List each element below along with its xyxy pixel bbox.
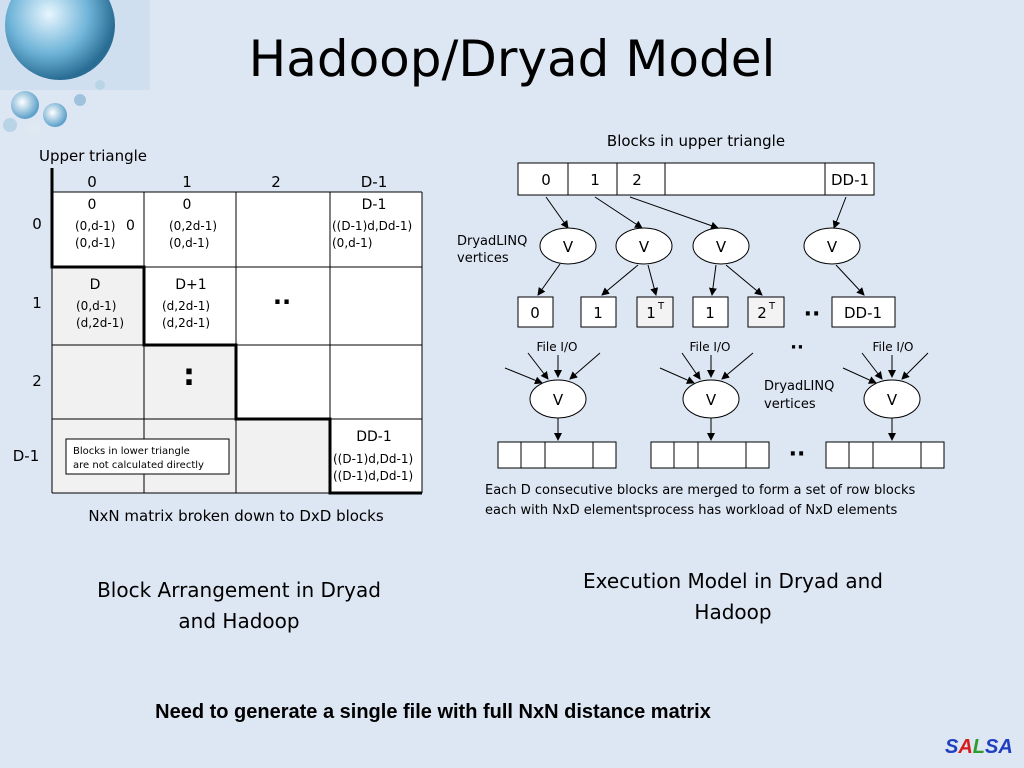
top-block-dd-1: DD-1	[831, 171, 869, 189]
col-header-d-1: D-1	[361, 173, 388, 191]
cell-r0c3-id: D-1	[362, 197, 387, 213]
top-block-2: 2	[632, 171, 642, 189]
logo-letter: A	[998, 736, 1013, 758]
cell-r3c3-line2: ((D-1)d,Dd-1)	[333, 469, 413, 483]
matrix-caption: NxN matrix broken down to DxD blocks	[88, 507, 384, 525]
out-block-2t-sup: T	[768, 301, 776, 312]
cell-r0c1-line1: (0,2d-1)	[169, 219, 217, 233]
lower-triangle-note-line2: are not calculated directly	[73, 460, 204, 471]
merge-description-line1: Each D consecutive blocks are merged to …	[485, 483, 915, 498]
slide-title: Hadoop/Dryad Model	[248, 30, 776, 88]
cell-r1c1-line2: (d,2d-1)	[162, 316, 210, 330]
logo-letter: S	[945, 736, 959, 758]
out-block-0: 0	[530, 304, 540, 322]
vertex-v-6: V	[706, 391, 717, 409]
col-header-1: 1	[182, 173, 192, 191]
execution-model-diagram: Blocks in upper triangle 0 1 2 DD-1 Drya…	[457, 132, 945, 518]
right-caption: Execution Model in Dryad and Hadoop	[583, 569, 883, 624]
cell-r1c0-line2: (d,2d-1)	[76, 316, 124, 330]
cell-r0c0-id: 0	[88, 197, 97, 213]
cell-r3c3-id: DD-1	[356, 429, 392, 445]
vertex-v-1: V	[563, 238, 574, 256]
cell-r0c3-line1: ((D-1)d,Dd-1)	[332, 219, 412, 233]
blocks-upper-triangle-label: Blocks in upper triangle	[607, 132, 785, 150]
upper-triangle-boundary	[50, 168, 422, 495]
lower-triangle-note-box	[65, 438, 230, 475]
row-blocks-ellipsis: ··	[789, 442, 806, 467]
cell-r0c1-line2: (0,d-1)	[169, 236, 209, 250]
lower-triangle-note-line1: Blocks in lower triangle	[73, 446, 190, 457]
logo-letter: S	[985, 736, 999, 758]
out-block-1t-sup: T	[657, 301, 665, 312]
row-header-1: 1	[32, 294, 42, 312]
vertex-v-4: V	[827, 238, 838, 256]
col-header-0: 0	[87, 173, 97, 191]
cell-r1c1-id: D+1	[175, 277, 206, 293]
cell-r0c3-line2: (0,d-1)	[332, 236, 372, 250]
out-block-1t: 1	[646, 304, 656, 322]
dryadlinq-label-bottom-1: DryadLINQ	[764, 379, 834, 394]
salsa-logo: SALSA	[945, 736, 1013, 759]
row-block-strips	[497, 441, 945, 469]
dryadlinq-label-top-1: DryadLINQ	[457, 234, 527, 249]
upper-triangle-label: Upper triangle	[39, 147, 147, 165]
dryadlinq-label-top-2: vertices	[457, 251, 509, 266]
matrix-grid	[51, 170, 423, 494]
out-block-2t: 2	[757, 304, 767, 322]
cell-r1c0-line1: (0,d-1)	[76, 299, 116, 313]
top-block-1: 1	[590, 171, 600, 189]
decorative-globe-image	[0, 0, 150, 136]
merge-description-line2: each with NxD elementsprocess has worklo…	[485, 503, 898, 518]
file-io-ellipsis: ··	[790, 337, 804, 358]
row-header-d-1: D-1	[13, 447, 40, 465]
top-block-0: 0	[541, 171, 551, 189]
cell-r0c0-line2: (0,d-1)	[75, 236, 115, 250]
logo-letter: A	[958, 736, 973, 758]
vertical-ellipsis: :	[183, 358, 195, 393]
cell-r3c3-line1: ((D-1)d,Dd-1)	[333, 452, 413, 466]
cell-r0c0-line1: (0,d-1)	[75, 219, 115, 233]
file-io-label-1: File I/O	[537, 340, 578, 354]
vertex-v-2: V	[639, 238, 650, 256]
vertex-v-7: V	[887, 391, 898, 409]
out-block-dd-1: DD-1	[844, 304, 882, 322]
left-caption: Block Arrangement in Dryad and Hadoop	[97, 578, 381, 633]
cell-r1c1-line1: (d,2d-1)	[162, 299, 210, 313]
out-block-1: 1	[593, 304, 603, 322]
logo-letter: L	[972, 736, 986, 758]
vertex-v-5: V	[553, 391, 564, 409]
bottom-note: Need to generate a single file with full…	[155, 701, 711, 723]
cell-r0c0-side: 0	[126, 218, 135, 234]
row-header-0: 0	[32, 215, 42, 233]
horizontal-ellipsis: ··	[273, 288, 291, 316]
out-block-1b: 1	[705, 304, 715, 322]
out-blocks-ellipsis: ··	[804, 302, 821, 327]
file-io-label-3: File I/O	[873, 340, 914, 354]
block-arrangement-diagram: Upper triangle 0 1 2 D-1 0 1 2 D-1	[13, 147, 423, 525]
cell-r0c1-id: 0	[183, 197, 192, 213]
row-header-2: 2	[32, 372, 42, 390]
vertex-v-3: V	[716, 238, 727, 256]
file-io-label-2: File I/O	[690, 340, 731, 354]
dryadlinq-label-bottom-2: vertices	[764, 397, 816, 412]
col-header-2: 2	[271, 173, 281, 191]
cell-r1c0-id: D	[90, 277, 101, 293]
